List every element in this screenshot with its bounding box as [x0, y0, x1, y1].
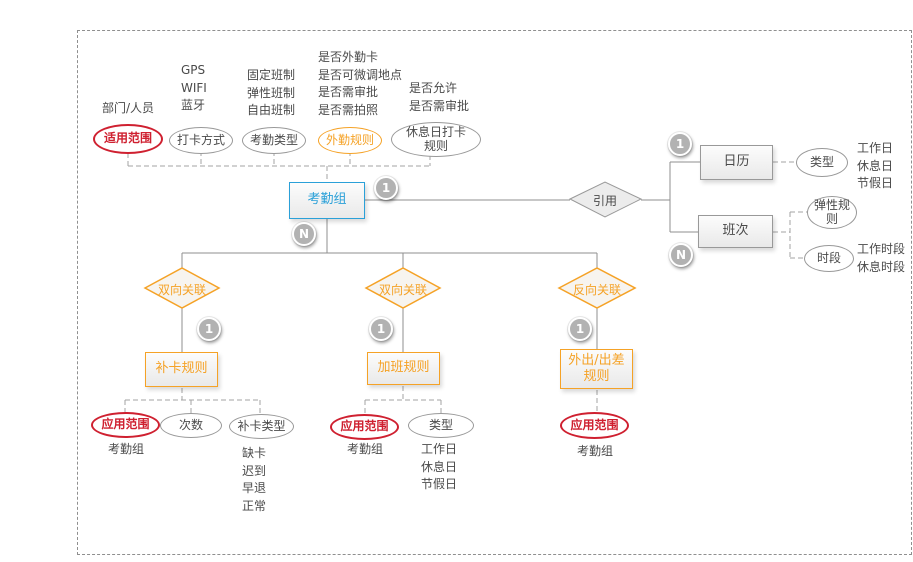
note-line: 是否需审批 — [318, 85, 379, 99]
entity-shift: 班次 — [698, 215, 773, 248]
note-line: 自由班制 — [247, 103, 296, 117]
attribute-count: 次数 — [160, 413, 222, 438]
note-line: 节假日 — [421, 477, 458, 491]
note-line: WIFI — [181, 80, 207, 95]
note-line: 考勤组 — [576, 444, 613, 458]
attribute-apply-scope-buka: 应用范围 — [91, 412, 160, 438]
attribute-punch-method: 打卡方式 — [169, 127, 233, 154]
note-line: 考勤组 — [107, 442, 144, 456]
entity-outing-trip-rule: 外出/出差规则 — [560, 349, 633, 389]
note-line: 缺卡 — [242, 446, 267, 460]
dashed-border-frame — [77, 30, 912, 555]
note-line: 是否外勤卡 — [318, 50, 379, 64]
connector-group-rules — [181, 219, 598, 268]
note-line: 早退 — [242, 481, 267, 495]
note-line: 休息日 — [857, 158, 894, 173]
note-line: 工作时段 — [857, 242, 906, 256]
connector-shift-attributes — [773, 211, 808, 259]
note-line: 是否需审批 — [409, 98, 470, 113]
reference-relation-diamond — [568, 181, 643, 218]
cardinality-badge-group-reference: 1 — [374, 176, 398, 200]
reference-relation-label: 引用 — [592, 194, 617, 208]
cardinality-badge-group-rules: N — [292, 222, 316, 246]
connector-jiaban-attributes — [364, 386, 442, 414]
note-line: 是否需拍照 — [318, 102, 379, 117]
note-line: 固定班制 — [247, 68, 296, 82]
attribute-overtime-type: 类型 — [408, 413, 474, 438]
note-jiaban-scope-value: 考勤组 — [330, 441, 400, 459]
note-overtime-type-values: 工作日 休息日 节假日 — [421, 441, 457, 494]
rule-relation-label-waichu: 反向关联 — [572, 283, 621, 297]
attribute-attendance-type: 考勤类型 — [242, 127, 306, 154]
attribute-calendar-type: 类型 — [796, 148, 848, 177]
attribute-time-period: 时段 — [804, 245, 854, 272]
cardinality-badge-waichu: 1 — [568, 317, 592, 341]
cardinality-badge-buka: 1 — [197, 317, 221, 341]
reverse-relation-diamond — [557, 267, 637, 309]
connector-diamonds-rules — [181, 308, 598, 352]
entity-overtime-rule: 加班规则 — [367, 352, 440, 385]
connector-reference-calendar-shift — [641, 161, 700, 233]
entity-attendance-group: 考勤组 — [289, 182, 365, 219]
attribute-apply-scope-waichu: 应用范围 — [560, 412, 629, 439]
attribute-field-rule: 外勤规则 — [318, 127, 382, 154]
note-buka-scope-value: 考勤组 — [91, 441, 161, 459]
note-line: 是否允许 — [409, 81, 458, 95]
note-line: 休息时段 — [857, 259, 906, 274]
note-punch-values: GPS WIFI 蓝牙 — [181, 62, 207, 115]
note-waichu-scope-value: 考勤组 — [560, 443, 630, 461]
note-line: 蓝牙 — [181, 98, 206, 112]
note-line: 工作日 — [421, 442, 458, 456]
note-line: 是否可微调地点 — [318, 67, 403, 82]
rule-relation-label-jiaban: 双向关联 — [378, 283, 427, 297]
note-period-values: 工作时段 休息时段 — [857, 241, 905, 276]
note-attendance-type-values: 固定班制 弹性班制 自由班制 — [247, 67, 295, 120]
note-line: 节假日 — [857, 176, 894, 190]
connector-buka-attributes — [124, 388, 261, 414]
note-field-rule-values: 是否外勤卡 是否可微调地点 是否需审批 是否需拍照 — [318, 49, 402, 119]
note-line: 部门/人员 — [101, 101, 155, 115]
attribute-flex-rule: 弹性规则 — [807, 196, 857, 229]
note-reclock-type-values: 缺卡 迟到 早退 正常 — [242, 445, 266, 515]
note-line: 考勤组 — [346, 442, 383, 456]
cardinality-badge-shift: N — [669, 243, 693, 267]
entity-reclock-rule: 补卡规则 — [145, 352, 218, 387]
note-restday-rule-values: 是否允许 是否需审批 — [409, 80, 469, 115]
note-line: 正常 — [242, 498, 267, 513]
bidirectional-relation-diamond-1 — [143, 267, 221, 309]
rule-relation-label-buka: 双向关联 — [157, 283, 206, 297]
entity-calendar: 日历 — [700, 145, 773, 180]
attribute-apply-scope-jiaban: 应用范围 — [330, 414, 399, 440]
note-line: GPS — [181, 63, 206, 77]
note-line: 弹性班制 — [247, 85, 296, 100]
bidirectional-relation-diamond-2 — [364, 267, 442, 309]
attribute-applicable-scope: 适用范围 — [93, 124, 163, 154]
note-line: 迟到 — [242, 463, 267, 478]
attribute-restday-punch-rule: 休息日打卡规则 — [391, 122, 481, 157]
note-line: 休息日 — [421, 459, 458, 474]
note-line: 工作日 — [857, 141, 894, 155]
attribute-reclock-type: 补卡类型 — [229, 414, 294, 439]
cardinality-badge-calendar: 1 — [668, 132, 692, 156]
note-scope-values: 部门/人员 — [93, 100, 163, 118]
note-calendar-type-values: 工作日 休息日 节假日 — [857, 140, 893, 193]
cardinality-badge-jiaban: 1 — [369, 317, 393, 341]
